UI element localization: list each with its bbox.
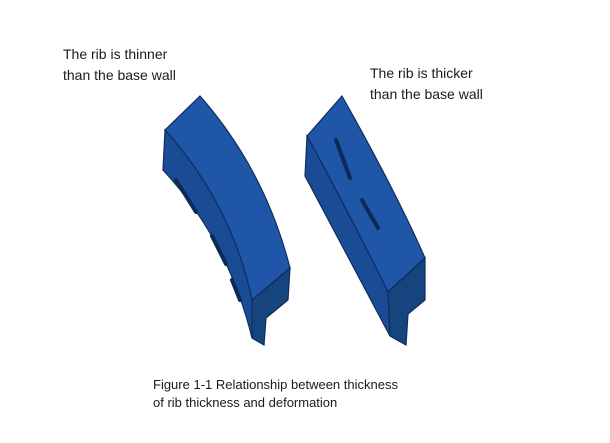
right-label: The rib is thicker than the base wall bbox=[370, 63, 483, 105]
left-dash-3 bbox=[230, 278, 242, 302]
right-label-line2: than the base wall bbox=[370, 86, 483, 102]
figure-caption: Figure 1-1 Relationship between thicknes… bbox=[153, 376, 398, 412]
left-base-wall-front bbox=[164, 95, 291, 302]
left-ribbed-part bbox=[162, 95, 291, 347]
left-label: The rib is thinner than the base wall bbox=[63, 44, 176, 86]
left-rib bbox=[251, 266, 291, 347]
right-dash-1 bbox=[334, 138, 352, 180]
left-dash-2 bbox=[210, 234, 228, 266]
right-label-line1: The rib is thicker bbox=[370, 65, 473, 81]
left-label-line1: The rib is thinner bbox=[63, 46, 168, 62]
left-label-line2: than the base wall bbox=[63, 67, 176, 83]
right-rib bbox=[387, 256, 426, 346]
left-dash-1 bbox=[174, 178, 198, 214]
caption-line1: Figure 1-1 Relationship between thicknes… bbox=[153, 377, 398, 392]
caption-line2: of rib thickness and deformation bbox=[153, 395, 338, 410]
right-ribbed-part bbox=[304, 94, 426, 346]
right-dash-2 bbox=[360, 198, 380, 230]
